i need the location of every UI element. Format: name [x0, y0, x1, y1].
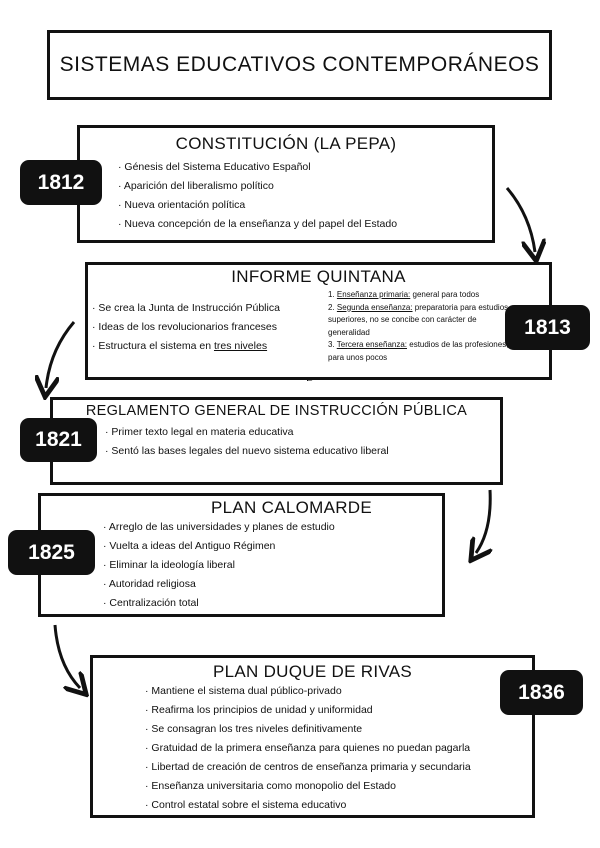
list-item: Vuelta a ideas del Antiguo Régimen [103, 537, 442, 556]
list-item: Se crea la Junta de Instrucción Pública [92, 299, 280, 318]
year-badge: 1825 [8, 530, 95, 575]
list-item: Centralización total [103, 594, 442, 613]
year-badge: 1821 [20, 418, 97, 462]
list-item: Nueva orientación política [118, 196, 492, 215]
section-title: PLAN CALOMARDE [210, 498, 373, 517]
level-item: 3. Tercera enseñanza: estudios de las pr… [328, 340, 509, 362]
section-1836: PLAN DUQUE DE RIVAS Mantiene el sistema … [90, 655, 535, 818]
arrow-1825-1836 [53, 624, 80, 688]
arrow-1813-1821 [46, 321, 76, 388]
list-item: Libertad de creación de centros de enseñ… [145, 758, 532, 777]
list-item: Aparición del liberalismo político [118, 177, 492, 196]
list-item: Gratuidad de la primera enseñanza para q… [145, 739, 532, 758]
list-item: Génesis del Sistema Educativo Español [118, 158, 492, 177]
level-item: 2. Segunda enseñanza: preparatoria para … [328, 302, 509, 337]
level-item: 1. Enseñanza primaria: general para todo… [328, 290, 480, 299]
section-1813: INFORME QUINTANA Se crea la Junta de Ins… [85, 262, 552, 380]
arrow-1812-1813 [505, 187, 535, 252]
section-title: INFORME QUINTANA [231, 267, 406, 286]
page-title: SISTEMAS EDUCATIVOS CONTEMPORÁNEOS [59, 53, 540, 76]
section-1821: REGLAMENTO GENERAL DE INSTRUCCIÓN PÚBLIC… [50, 397, 503, 485]
list-item: Mantiene el sistema dual público-privado [145, 682, 532, 701]
year-badge: 1813 [505, 305, 590, 350]
title-box: SISTEMAS EDUCATIVOS CONTEMPORÁNEOS [47, 30, 552, 100]
list-item: Autoridad religiosa [103, 575, 442, 594]
section-title: CONSTITUCIÓN (LA PEPA) [175, 134, 397, 153]
levels-list: 1. Enseñanza primaria: general para todo… [328, 289, 518, 364]
section-1812: CONSTITUCIÓN (LA PEPA) Génesis del Siste… [77, 125, 495, 243]
list-item: Eliminar la ideología liberal [103, 556, 442, 575]
arrow-1821-1825 [476, 489, 490, 553]
year-badge: 1836 [500, 670, 583, 715]
list-item: Estructura el sistema en tres niveles [92, 337, 280, 356]
year-badge: 1812 [20, 160, 102, 205]
list-item: Nueva concepción de la enseñanza y del p… [118, 215, 492, 234]
section-1825: PLAN CALOMARDE Arreglo de las universida… [38, 493, 445, 617]
list-item: Reafirma los principios de unidad y unif… [145, 701, 532, 720]
list-item: Ideas de los revolucionarios franceses [92, 318, 280, 337]
tres-niveles-link: tres niveles [213, 340, 268, 352]
section-title: REGLAMENTO GENERAL DE INSTRUCCIÓN PÚBLIC… [85, 403, 468, 419]
list-item: Primer texto legal en materia educativa [105, 423, 500, 442]
list-item: Enseñanza universitaria como monopolio d… [145, 777, 532, 796]
section-title: PLAN DUQUE DE RIVAS [212, 662, 413, 681]
list-item: Arreglo de las universidades y planes de… [103, 518, 442, 537]
list-item: Sentó las bases legales del nuevo sistem… [105, 442, 500, 461]
list-item: Se consagran los tres niveles definitiva… [145, 720, 532, 739]
list-item: Control estatal sobre el sistema educati… [145, 796, 532, 815]
